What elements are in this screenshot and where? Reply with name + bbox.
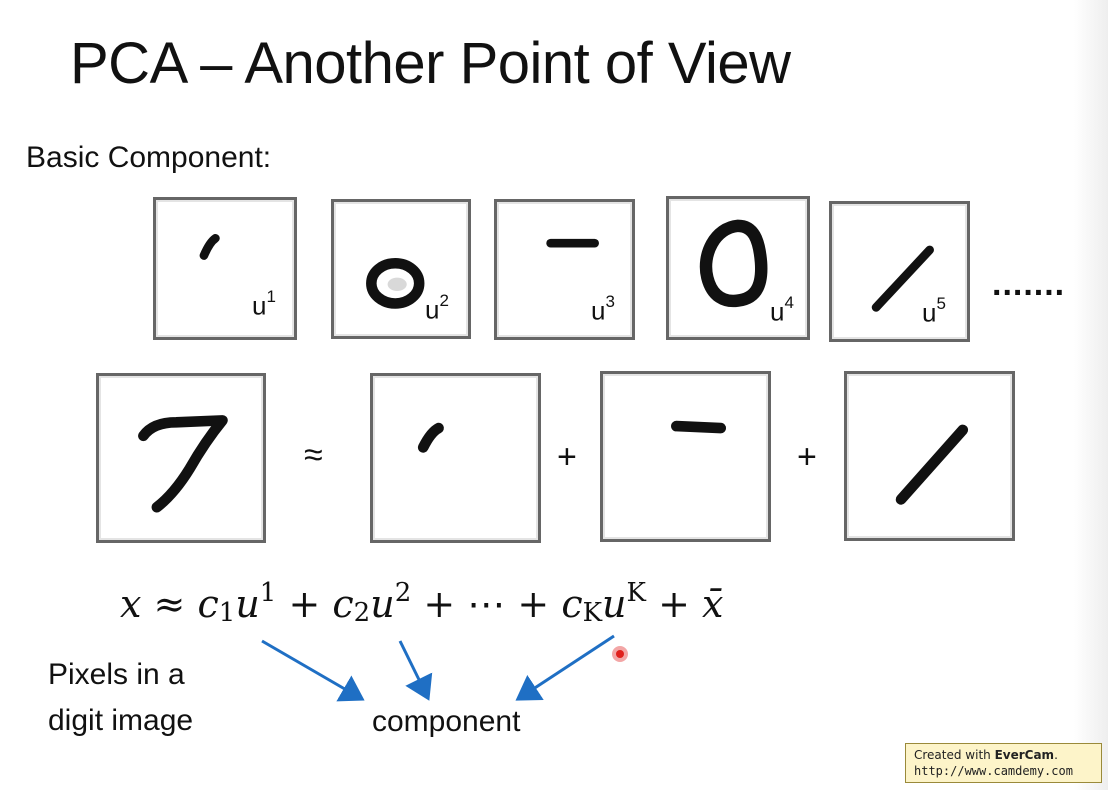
digit-stroke-term-3 [895, 424, 969, 505]
formula-u1-sup: 1 [259, 578, 277, 608]
plus-symbol-2: + [797, 438, 817, 476]
slide-right-edge [1074, 0, 1108, 790]
component-image-u1 [153, 197, 297, 340]
digit-stroke-term-2 [671, 420, 727, 434]
digit-stroke-u3 [546, 238, 599, 248]
pixels-annotation: Pixels in a digit image [48, 652, 288, 744]
formula-uK-sup: K [626, 578, 646, 608]
arrow-cK [515, 634, 615, 701]
formula-c2: c [332, 582, 354, 626]
formula-u2: u [370, 582, 395, 626]
formula-u2-sup: 2 [394, 578, 412, 608]
digit-stroke-u1 [199, 234, 220, 260]
component-label-u3: u3 [591, 292, 615, 326]
component-image-u3 [494, 199, 635, 340]
formula-c1-sub: 1 [218, 598, 236, 628]
more-components-ellipsis: ....... [992, 265, 1066, 303]
formula-u1: u [235, 582, 260, 626]
formula-plus-2: + [423, 582, 456, 626]
component-label-u5: u5 [922, 294, 946, 328]
formula-c2-sub: 2 [353, 598, 371, 628]
digit-stroke-u2 [366, 257, 425, 309]
slide-title: PCA – Another Point of View [70, 31, 791, 96]
component-label-u1: u1 [252, 287, 276, 321]
digit-stroke-u4 [699, 219, 768, 308]
plus-symbol-1: + [557, 438, 577, 476]
component-image-u2 [331, 199, 471, 339]
formula-plus-1: + [288, 582, 321, 626]
digit-stroke-term-1 [417, 422, 444, 453]
watermark-line-1: Created with EverCam. [914, 748, 1058, 762]
component-annotation: component [372, 705, 521, 738]
component-image-u5 [829, 201, 970, 342]
component-image-u4 [666, 196, 810, 340]
formula-plus-4: + [658, 582, 690, 626]
basic-component-label: Basic Component: [26, 141, 272, 174]
formula-cK: c [561, 582, 583, 626]
formula-x: x [120, 582, 142, 626]
digit-stroke-u5 [871, 245, 934, 312]
pca-formula: x ≈ c1u1 + c2u2 + ⋯ + cKuK + x̄ [120, 578, 724, 628]
formula-cK-sub: K [582, 598, 603, 628]
component-label-u2: u2 [425, 291, 449, 325]
approx-symbol: ≈ [304, 436, 323, 474]
pixels-annotation-line-1: Pixels in a [48, 658, 185, 691]
presenter-cursor [612, 646, 628, 662]
formula-uK: u [602, 582, 627, 626]
arrow-c2 [398, 640, 433, 701]
sum-term-image-2 [600, 371, 771, 542]
component-label-u4: u4 [770, 293, 794, 327]
formula-approx: ≈ [153, 582, 186, 626]
formula-plus-3: + [517, 582, 550, 626]
formula-xbar: x̄ [702, 582, 724, 626]
formula-c1: c [197, 582, 219, 626]
sum-term-image-1 [370, 373, 541, 543]
sum-term-image-3 [844, 371, 1015, 541]
digit-stroke-seven [138, 415, 228, 513]
watermark-url[interactable]: http://www.camdemy.com [914, 764, 1073, 778]
digit-seven-image [96, 373, 266, 543]
pixels-annotation-line-2: digit image [48, 704, 194, 737]
evercam-watermark[interactable]: Created with EverCam. http://www.camdemy… [905, 743, 1102, 783]
formula-cdots: ⋯ [467, 582, 506, 626]
